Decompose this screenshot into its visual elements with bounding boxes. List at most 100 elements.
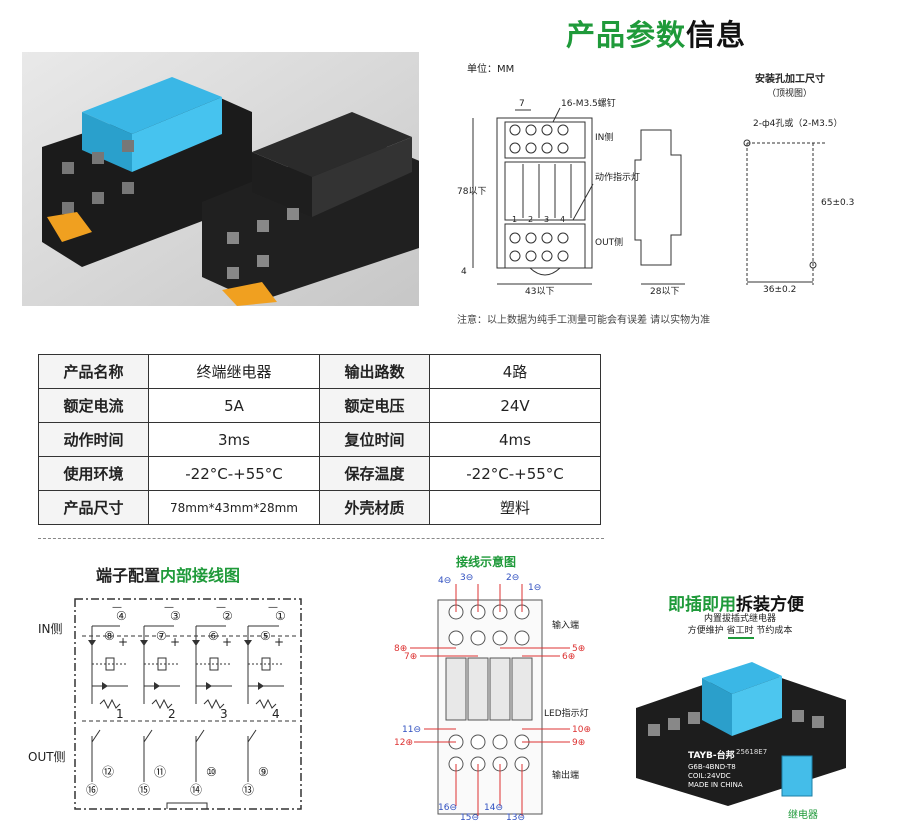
coil-label: COIL:24VDC [688,772,731,780]
terminal-6-plus: 6⊕ [562,652,575,662]
lower-terminal-11: ⑪ [154,765,166,779]
table-cell: 保存温度 [319,456,430,491]
table-cell: 动作时间 [38,422,149,457]
terminal-2-minus: 2⊖ [506,573,519,583]
wiring-title-green: 内部接线图 [160,566,241,585]
wiring-title: 端子配置内部接线图 [96,562,240,586]
table-cell: 产品名称 [38,354,149,389]
table-cell: 4ms [429,422,601,457]
terminal-16-minus: 16⊖ [438,803,457,813]
table-cell: 塑料 [429,490,601,525]
relay-label: 继电器 [788,810,818,821]
model-label: G6B-4BND-T8 [688,763,736,771]
top-terminal-3: ③ [170,609,181,623]
dimension-drawing: 单位：MM 7 16-M3.5螺钉 IN侧 动作指示灯 OUT侧 1 2 3 4 [455,60,895,325]
dim-4-label: 4 [461,267,467,277]
terminal-5-plus: 5⊕ [572,644,585,654]
table-cell: 终端继电器 [148,354,320,389]
table-row: 使用环境 -22°C-+55°C 保存温度 -22°C-+55°C [38,456,601,491]
dim-28-label: 28以下 [650,287,679,297]
table-cell: 24V [429,388,601,423]
screw-suffix: 螺钉 [598,98,616,109]
output-label: 输出端 [552,769,579,781]
table-cell: -22°C-+55°C [429,456,601,491]
terminal-1-minus: 1⊖ [528,583,541,593]
mount-title: 安装孔加工尺寸 [755,72,825,85]
section-divider [38,538,604,539]
top-terminal-2: ② [222,609,233,623]
terminal-7-plus: 7⊕ [404,652,417,662]
lower-terminal-12: ⑫ [102,765,114,779]
top-terminal-4: ④ [116,609,127,623]
channel-1: 1 [116,707,124,721]
plug-in-relay-illustration: TAYB-台邦 G6B-4BND-T8 COIL:24VDC MADE IN C… [636,662,846,806]
wiring-schematic: 4⊖ 3⊖ 2⊖ 1⊖ 8⊕ 7⊕ 5⊕ 6⊕ 11⊖ 12⊕ 10⊕ 9⊕ 1… [394,572,614,823]
terminal-8-plus: 8⊕ [394,644,407,654]
mount-holes-label: 2-ф4孔或（2-M3.5） [753,117,842,129]
bottom-terminal-14: ⑭ [190,783,202,797]
wiring-svg: ④ ③ ② ① ⑧ ⑦ ⑥ ⑤ 1 2 3 4 ⑫ ⑪ ⑩ ⑨ ⑯ ⑮ ⑭ ⑬ … [74,598,302,810]
num-4: 4 [560,215,565,224]
minus-sign: — [216,602,226,613]
table-cell: 3ms [148,422,320,457]
promo-underline [728,637,754,639]
table-row: 额定电流 5A 额定电压 24V [38,388,601,423]
promo-line-2: 方便维护 省工时 节约成本 [687,626,793,636]
num-2: 2 [528,215,533,224]
terminal-15-minus: 15⊖ [460,813,479,822]
in-side-label: IN侧 [595,131,613,143]
plus-sign: + [222,635,232,649]
plus-sign: + [274,635,284,649]
table-cell: 额定电流 [38,388,149,423]
mount-subtitle: （顶视图） [767,87,812,99]
minus-sign: — [164,602,174,613]
table-cell: 4路 [429,354,601,389]
dim-43-label: 43以下 [525,287,554,297]
dim-65-label: 65±0.3 [821,198,854,208]
promo-title: 即插即用拆装方便 [668,590,804,615]
made-label: MADE IN CHINA [688,781,743,789]
indicator-label: 动作指示灯 [595,171,640,183]
terminal-4-minus: 4⊖ [438,576,451,586]
upper-terminal-8: ⑧ [104,629,115,643]
dim-78-label: 78以下 [457,187,486,197]
table-cell: 使用环境 [38,456,149,491]
input-label: 输入端 [552,619,579,631]
screw-label: 16-M3.5螺钉 [561,98,616,109]
wiring-in-label: IN侧 [38,622,63,636]
unit-label: 单位：MM [467,62,514,75]
brand-label: TAYB-台邦 [688,749,735,761]
title-part-green: 产品参数 [566,18,687,52]
num-3: 3 [544,215,549,224]
dimension-svg: 单位：MM 7 16-M3.5螺钉 IN侧 动作指示灯 OUT侧 1 2 3 4 [457,62,854,297]
table-cell: 产品尺寸 [38,490,149,525]
lower-terminal-10: ⑩ [206,765,217,779]
internal-wiring-diagram: ④ ③ ② ① ⑧ ⑦ ⑥ ⑤ 1 2 3 4 ⑫ ⑪ ⑩ ⑨ ⑯ ⑮ ⑭ ⑬ … [72,596,304,818]
schematic-svg: 4⊖ 3⊖ 2⊖ 1⊖ 8⊕ 7⊕ 5⊕ 6⊕ 11⊖ 12⊕ 10⊕ 9⊕ 1… [394,573,591,823]
bottom-terminal-15: ⑮ [138,783,150,797]
upper-terminal-6: ⑥ [208,629,219,643]
table-cell: 复位时间 [319,422,430,457]
table-row: 产品尺寸 78mm*43mm*28mm 外壳材质 塑料 [38,490,601,525]
page-title: 产品参数信息 [566,12,746,54]
bottom-terminal-13: ⑬ [242,783,254,797]
channel-4: 4 [272,707,280,721]
terminal-12-plus: 12⊕ [394,738,413,748]
channel-3: 3 [220,707,228,721]
table-cell: -22°C-+55°C [148,456,320,491]
table-row: 动作时间 3ms 复位时间 4ms [38,422,601,457]
table-cell: 5A [148,388,320,423]
top-terminal-1: ① [275,609,286,623]
wiring-out-label: OUT侧 [28,750,66,764]
terminal-10-plus: 10⊕ [572,725,591,735]
terminal-13-minus: 13⊖ [506,813,525,822]
terminal-14-minus: 14⊖ [484,803,503,813]
dim-36-label: 36±0.2 [763,285,796,295]
relay-base-illustration [22,52,422,306]
plug-in-relay-photo: TAYB-台邦 G6B-4BND-T8 COIL:24VDC MADE IN C… [632,648,850,808]
dim-7-label: 7 [519,99,525,109]
table-cell: 额定电压 [319,388,430,423]
wiring-title-black: 端子配置 [96,566,161,585]
measurement-note: 注意：以上数据为纯手工测量可能会有误差 请以实物为准 [457,315,711,326]
terminal-3-minus: 3⊖ [460,573,473,583]
